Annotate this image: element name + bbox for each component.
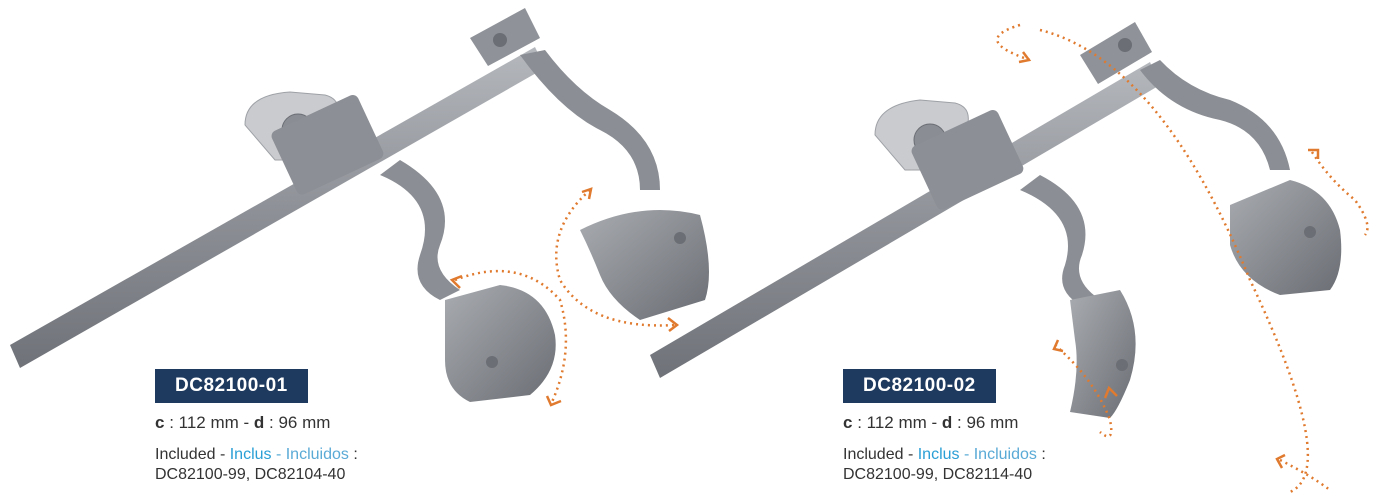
right-blade xyxy=(1230,180,1342,295)
retractor-image-1 xyxy=(10,8,709,407)
product-info-1: DC82100-01 c : 112 mm - d : 96 mm Includ… xyxy=(155,369,358,485)
right-arm xyxy=(520,50,660,190)
included-parts: Included - Inclus - Incluidos : DC82100-… xyxy=(843,445,1046,485)
dim-d-label: d xyxy=(941,413,953,432)
included-sep: - xyxy=(959,446,974,463)
dim-c-value: : 112 mm - xyxy=(857,413,942,432)
right-arm xyxy=(1140,60,1290,170)
left-blade xyxy=(1070,290,1136,418)
included-heading: Included - Inclus - Incluidos : xyxy=(155,445,358,465)
included-es: Incluidos xyxy=(973,446,1037,463)
included-colon: : xyxy=(348,446,358,463)
rotation-arrow-2 xyxy=(555,189,676,327)
product-code-badge: DC82100-02 xyxy=(843,369,996,403)
included-parts: Included - Inclus - Incluidos : DC82100-… xyxy=(155,445,358,485)
included-en: Included - xyxy=(155,446,230,463)
dim-c-label: c xyxy=(843,413,853,432)
retractor-image-2 xyxy=(650,22,1369,494)
rotation-arrow-long xyxy=(1039,28,1310,494)
dimensions: c : 112 mm - d : 96 mm xyxy=(155,413,358,433)
left-blade xyxy=(445,285,556,402)
included-sep: - xyxy=(271,446,286,463)
included-fr: Inclus xyxy=(917,446,960,463)
dim-c-label: c xyxy=(155,413,165,432)
dim-d-value: : 96 mm xyxy=(269,413,331,432)
dim-d-value: : 96 mm xyxy=(957,413,1019,432)
rotation-arrow-right xyxy=(1310,151,1369,236)
included-part-codes: DC82100-99, DC82114-40 xyxy=(843,466,1033,483)
dim-c-value: : 112 mm - xyxy=(169,413,254,432)
included-fr: Inclus xyxy=(229,446,272,463)
left-arm xyxy=(380,160,460,300)
included-heading: Included - Inclus - Incluidos : xyxy=(843,445,1046,465)
main-bar xyxy=(10,47,545,368)
included-es: Incluidos xyxy=(285,446,349,463)
dim-d-label: d xyxy=(253,413,265,432)
product-code-badge: DC82100-01 xyxy=(155,369,308,403)
included-en: Included - xyxy=(843,446,918,463)
rotation-arrow-1 xyxy=(454,269,568,403)
product-info-2: DC82100-02 c : 112 mm - d : 96 mm Includ… xyxy=(843,369,1046,485)
dimensions: c : 112 mm - d : 96 mm xyxy=(843,413,1046,433)
main-bar xyxy=(650,62,1160,378)
included-colon: : xyxy=(1036,446,1046,463)
included-part-codes: DC82100-99, DC82104-40 xyxy=(155,466,346,483)
left-arm xyxy=(1020,175,1095,305)
top-arm xyxy=(1080,22,1152,84)
